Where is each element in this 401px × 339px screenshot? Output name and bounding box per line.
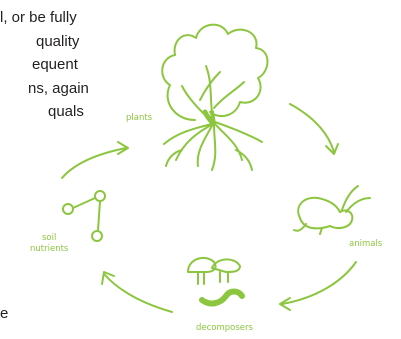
tree-icon	[161, 23, 269, 171]
arrow-soil-to-plants	[61, 147, 127, 179]
arrow-decomposers-to-soil	[103, 273, 173, 313]
label-plants: plants	[126, 113, 153, 123]
label-decomposers: decomposers	[196, 323, 254, 333]
text-line: ns, again	[28, 79, 89, 97]
cycle-arrows	[61, 103, 357, 313]
text-line: quals	[48, 103, 84, 120]
text-fragment-bottom: e	[0, 305, 9, 322]
worm-icon	[199, 288, 245, 307]
label-nutrients: nutrients	[30, 244, 69, 254]
text-line: equent	[32, 56, 78, 73]
rabbit-icon	[293, 185, 371, 235]
text-line: l, or be fully	[0, 9, 77, 26]
arrow-animals-to-decomposers	[281, 261, 357, 305]
label-animals: animals	[349, 239, 383, 249]
body-text-fragment: l, or be fully quality equent ns, again …	[0, 6, 170, 124]
arrow-plants-to-animals	[289, 103, 335, 153]
label-soil: soil	[42, 233, 56, 243]
mushroom-icon	[187, 256, 241, 285]
text-line: quality	[36, 32, 80, 50]
nutrients-icon	[62, 190, 106, 242]
